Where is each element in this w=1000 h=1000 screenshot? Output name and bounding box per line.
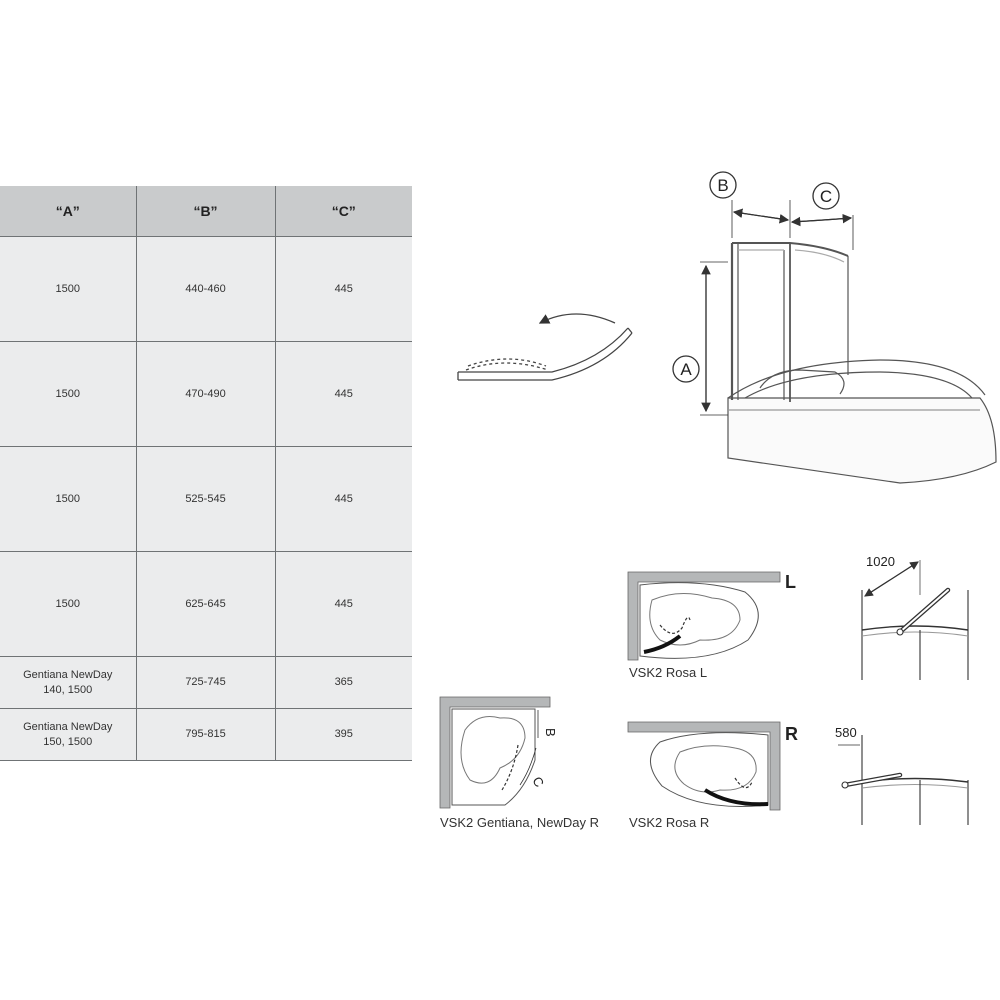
table-row: Gentiana NewDay 140, 1500 725-745 365 [0,656,412,709]
header-b: “B” [136,186,276,237]
svg-text:L: L [785,572,796,592]
cell-c: 445 [275,341,412,447]
detail-1020: 1020 [861,554,969,680]
cell-c: 445 [275,236,412,342]
cell-c: 395 [275,708,412,761]
table-header-row: “A” “B” “C” [0,186,412,237]
plan-gentiana: B C [439,696,558,809]
cell-c: 365 [275,656,412,709]
cell-a: Gentiana NewDay 150, 1500 [0,708,137,761]
cell-a: 1500 [0,341,137,447]
caption-rosa-r: VSK2 Rosa R [629,815,710,830]
caption-gentiana: VSK2 Gentiana, NewDay R [440,815,599,830]
circle-label-c: C [812,182,840,210]
circle-label-b: B [709,171,737,199]
cell-b: 725-745 [136,656,276,709]
folding-panel-sketch [457,313,633,381]
cell-c: 445 [275,551,412,657]
plan-rosa-r: R [627,721,798,811]
cell-c: 445 [275,446,412,552]
table-row: 1500 525-545 445 [0,446,412,552]
dimension-table: “A” “B” “C” 1500 440-460 445 1500 470-49… [0,186,412,761]
header-a: “A” [0,186,137,237]
svg-text:R: R [785,724,798,744]
cell-b: 440-460 [136,236,276,342]
cell-b: 795-815 [136,708,276,761]
cell-a: 1500 [0,551,137,657]
cell-b: 625-645 [136,551,276,657]
plan-rosa-l: L [627,571,796,661]
svg-text:A: A [680,360,692,379]
detail-580: 580 [835,725,969,825]
table-row: Gentiana NewDay 150, 1500 795-815 395 [0,708,412,761]
cell-a: Gentiana NewDay 140, 1500 [0,656,137,709]
table-row: 1500 440-460 445 [0,236,412,342]
svg-text:580: 580 [835,725,857,740]
svg-text:C: C [820,187,832,206]
table-row: 1500 625-645 445 [0,551,412,657]
cell-b: 525-545 [136,446,276,552]
svg-text:1020: 1020 [866,554,895,569]
caption-rosa-l: VSK2 Rosa L [629,665,708,680]
bath-screen-drawing [700,200,997,484]
cell-b: 470-490 [136,341,276,447]
svg-text:C: C [529,774,547,790]
header-c: “C” [275,186,412,237]
svg-text:B: B [717,176,728,195]
cell-a: 1500 [0,236,137,342]
circle-label-a: A [672,355,700,383]
cell-a: 1500 [0,446,137,552]
table-row: 1500 470-490 445 [0,341,412,447]
svg-text:B: B [543,728,558,737]
